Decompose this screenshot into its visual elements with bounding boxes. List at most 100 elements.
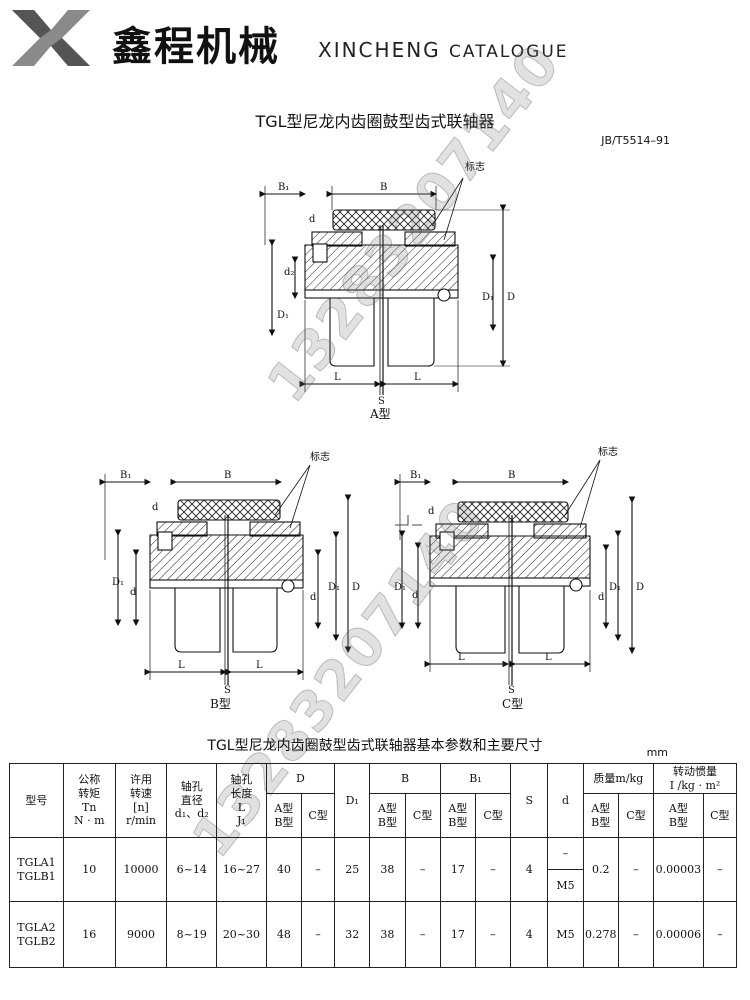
dim-d-big-a: D bbox=[507, 292, 515, 303]
cell-D-ab: 48 bbox=[265, 901, 302, 968]
th-d: d bbox=[547, 763, 584, 838]
cell-inertia-c: – bbox=[702, 901, 738, 968]
mark-label-c: 标志 bbox=[598, 445, 618, 458]
cell-d: M5 bbox=[547, 901, 584, 968]
th-speed: 许用转速[n]r/min bbox=[114, 763, 168, 838]
brand-english: XINCHENG CATALOGUE bbox=[318, 38, 569, 62]
cell-B-c: – bbox=[404, 901, 441, 968]
dim-b1-b: B₁ bbox=[120, 470, 131, 481]
dim-l-right-c: L bbox=[545, 652, 552, 663]
catalog-header: 鑫程机械 XINCHENG CATALOGUE bbox=[0, 0, 750, 72]
th-mass-c: C型 bbox=[617, 793, 655, 838]
type-a-label: A型 bbox=[369, 407, 391, 421]
dim-b-a: B bbox=[380, 182, 387, 193]
standard-number: JB/T5514–91 bbox=[601, 134, 670, 147]
dim-b1-a: B₁ bbox=[278, 182, 289, 193]
cell-D1: 32 bbox=[334, 901, 371, 968]
dim-d1-right-a: D₁ bbox=[482, 292, 494, 303]
th-B-c: C型 bbox=[404, 793, 441, 838]
th-D-c: C型 bbox=[300, 793, 336, 838]
dim-d-right-b: d bbox=[310, 592, 317, 603]
cell-speed: 10000 bbox=[114, 837, 168, 902]
th-model: 型号 bbox=[9, 763, 64, 838]
dim-b1-c: B₁ bbox=[410, 470, 421, 481]
cell-B1-c: – bbox=[474, 837, 512, 902]
cell-B1-c: – bbox=[474, 901, 512, 968]
view-type-c bbox=[394, 459, 636, 685]
dim-d-c: d bbox=[428, 506, 435, 517]
th-B1-c: C型 bbox=[474, 793, 512, 838]
coupling-drawing: B₁ B 标志 d d₂ D₁ D₁ D L L S A型 bbox=[99, 160, 644, 711]
cell-B1-ab: 17 bbox=[439, 837, 476, 902]
dim-l-left-b: L bbox=[178, 660, 185, 671]
cell-D1: 25 bbox=[334, 837, 371, 902]
cell-mass-c: – bbox=[617, 901, 655, 968]
dim-d1-a: D₁ bbox=[277, 310, 289, 321]
view-type-a bbox=[259, 177, 510, 395]
page-title: TGL型尼龙内齿圈鼓型齿式联轴器 bbox=[255, 112, 495, 131]
mark-label-b: 标志 bbox=[310, 450, 330, 463]
dim-d-big-b: D bbox=[352, 582, 360, 593]
cell-mass-c: – bbox=[617, 837, 655, 902]
type-b-label: B型 bbox=[210, 697, 231, 711]
dim-s-c: S bbox=[508, 685, 515, 696]
cell-mass-ab: 0.278 bbox=[582, 901, 619, 968]
dim-l-right-b: L bbox=[256, 660, 263, 671]
type-b-labels: B₁ B 标志 d D₁ d d D₁ D L L S B型 bbox=[112, 450, 360, 711]
dim-d-a: d bbox=[309, 214, 316, 225]
cell-inertia-c: – bbox=[702, 837, 738, 902]
table-row: M5 bbox=[10, 869, 737, 902]
brand-english-name: XINCHENG bbox=[318, 38, 441, 62]
type-c-labels: B₁ B 标志 d D₁ d d D₁ D L L S C型 bbox=[394, 445, 644, 711]
cell-D-c: – bbox=[300, 901, 336, 968]
dim-l-right-a: L bbox=[414, 372, 421, 383]
cell-length: 20~30 bbox=[216, 901, 267, 968]
cell-B-ab: 38 bbox=[369, 901, 406, 968]
dim-s-b: S bbox=[224, 685, 231, 696]
th-mass: 质量m/kg bbox=[582, 763, 655, 794]
th-D1: D₁ bbox=[334, 763, 371, 838]
dim-l-left-a: L bbox=[334, 372, 341, 383]
cell-bore: 8~19 bbox=[166, 901, 218, 968]
brand-chinese: 鑫程机械 bbox=[112, 24, 280, 70]
brand-english-catalogue: CATALOGUE bbox=[449, 42, 569, 62]
dim-s-a: S bbox=[378, 396, 385, 407]
cell-D-ab: 40 bbox=[265, 837, 302, 902]
dim-d1-c: D₁ bbox=[394, 582, 406, 593]
dim-dsmall-b: d bbox=[130, 587, 137, 598]
type-c-label: C型 bbox=[502, 697, 523, 711]
cell-B1-ab: 17 bbox=[439, 901, 476, 968]
type-a-labels: B₁ B 标志 d d₂ D₁ D₁ D L L S A型 bbox=[277, 160, 515, 421]
dim-d1-b: D₁ bbox=[112, 577, 124, 588]
th-inertia-c: C型 bbox=[702, 793, 738, 838]
xincheng-logo-icon bbox=[10, 8, 92, 68]
cell-d-bottom: M5 bbox=[547, 869, 584, 902]
view-type-b bbox=[99, 464, 352, 685]
cell-torque: 10 bbox=[62, 837, 116, 902]
th-D: D bbox=[265, 763, 336, 794]
cell-B-c: – bbox=[404, 837, 441, 902]
dim-d-b: d bbox=[152, 502, 159, 513]
dim-d-big-c: D bbox=[636, 582, 644, 593]
dim-d2-a: d₂ bbox=[284, 267, 294, 278]
cell-mass-ab: 0.2 bbox=[582, 837, 619, 902]
cell-S: 4 bbox=[510, 837, 549, 902]
cell-S: 4 bbox=[510, 901, 549, 968]
cell-speed: 9000 bbox=[114, 901, 168, 968]
dim-b-b: B bbox=[224, 470, 231, 481]
cell-d-top: – bbox=[547, 837, 584, 870]
dim-b-c: B bbox=[508, 470, 515, 481]
dim-l-left-c: L bbox=[458, 652, 465, 663]
dim-d-right-c: d bbox=[598, 592, 605, 603]
dim-d1-right-b: D₁ bbox=[328, 582, 340, 593]
